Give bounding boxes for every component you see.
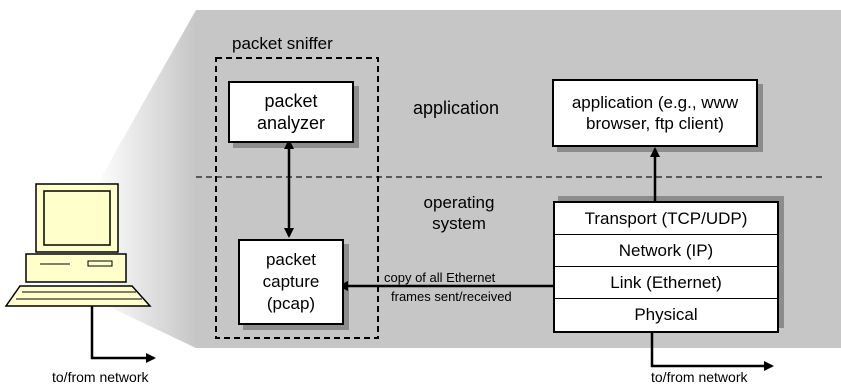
packet-sniffer-label: packet sniffer <box>232 34 333 53</box>
packet-capture-line1: packet <box>265 250 317 269</box>
stack-layer-network: Network (IP) <box>555 235 777 267</box>
network-label-right: to/from network <box>651 369 748 385</box>
copy-frames-line1: copy of all Ethernet <box>384 270 496 285</box>
copy-frames-label-2: frames sent/received <box>391 289 512 305</box>
packet-analyzer-box: packet analyzer <box>228 81 354 143</box>
application-box-line1: application (e.g., www <box>571 92 739 112</box>
packet-capture-line3: (pcap) <box>266 294 316 313</box>
packet-analyzer-line1: packet <box>264 90 318 111</box>
stack-layer-physical: Physical <box>634 305 698 324</box>
copy-frames-line2: frames sent/received <box>391 289 512 304</box>
application-box-line2: browser, ftp client) <box>586 114 724 133</box>
network-arrow-right <box>650 333 774 371</box>
stack-layer-transport: Transport (TCP/UDP) <box>555 203 777 235</box>
network-arrow-left <box>90 306 156 363</box>
packet-capture-line2: capture <box>262 272 320 291</box>
operating-system-line1: operating <box>423 193 495 212</box>
packet-capture-box: packet capture (pcap) <box>238 239 344 325</box>
operating-system-label: operating system <box>414 192 504 234</box>
protocol-stack: Transport (TCP/UDP) Network (IP) Link (E… <box>553 201 779 333</box>
network-label-left: to/from network <box>52 369 149 385</box>
packet-sniffer-boundary <box>215 57 379 339</box>
application-box: application (e.g., www browser, ftp clie… <box>552 79 758 147</box>
copy-frames-label: copy of all Ethernet <box>384 270 495 286</box>
operating-system-line2: system <box>432 214 486 233</box>
packet-analyzer-line2: analyzer <box>256 113 326 133</box>
stack-layer-link: Link (Ethernet) <box>555 267 777 299</box>
application-layer-label: application <box>413 98 500 118</box>
computer-icon <box>4 183 152 307</box>
